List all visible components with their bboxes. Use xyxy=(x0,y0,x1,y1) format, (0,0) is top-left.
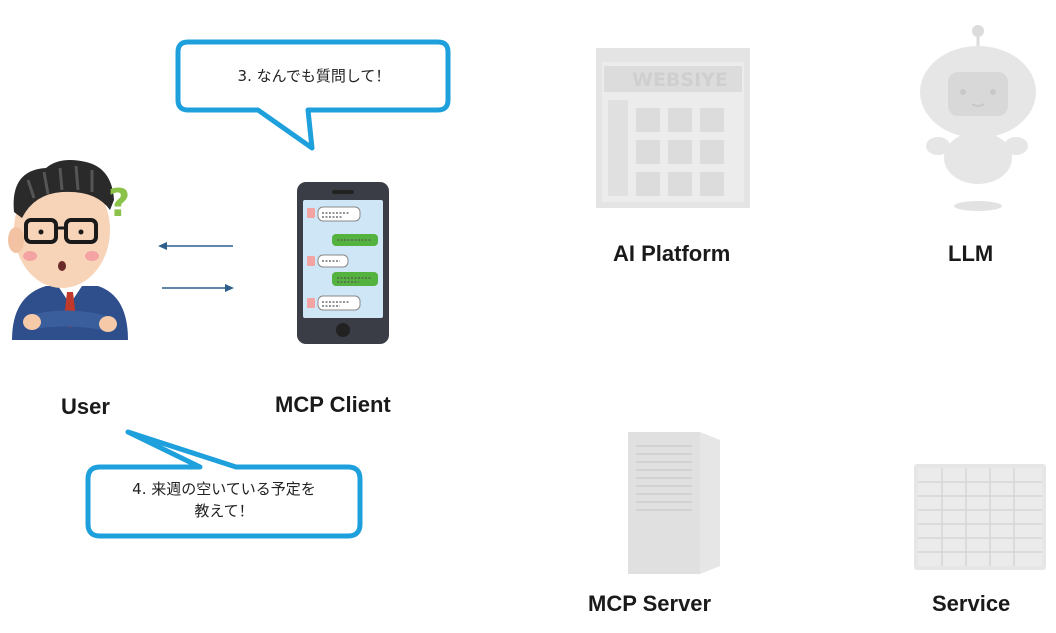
bubble-step3-text: 3. なんでも質問して！ xyxy=(237,67,391,85)
website-illustration: WEBSIYE xyxy=(596,48,750,208)
speech-bubble-step4 xyxy=(85,429,363,539)
website-sign-text: WEBSIYE xyxy=(632,69,728,91)
svg-text:?: ? xyxy=(108,181,130,225)
label-mcp-server: MCP Server xyxy=(588,591,712,616)
label-mcp-client: MCP Client xyxy=(275,392,391,417)
server-tower-illustration xyxy=(628,432,720,574)
bubble-step4-line1: 4. 来週の空いている予定を xyxy=(132,480,316,498)
label-llm: LLM xyxy=(948,241,994,266)
label-service: Service xyxy=(932,591,1011,616)
user-illustration: ? xyxy=(8,160,130,340)
arrow-client-to-user xyxy=(158,242,233,250)
spreadsheet-illustration xyxy=(914,464,1046,570)
label-user: User xyxy=(61,394,110,419)
arrow-user-to-client xyxy=(162,284,234,292)
label-ai-platform: AI Platform xyxy=(613,241,731,266)
smartphone-illustration xyxy=(297,182,389,344)
bubble-step4-line2: 教えて！ xyxy=(194,502,254,520)
robot-illustration xyxy=(920,25,1036,211)
speech-bubble-step3 xyxy=(175,39,451,151)
